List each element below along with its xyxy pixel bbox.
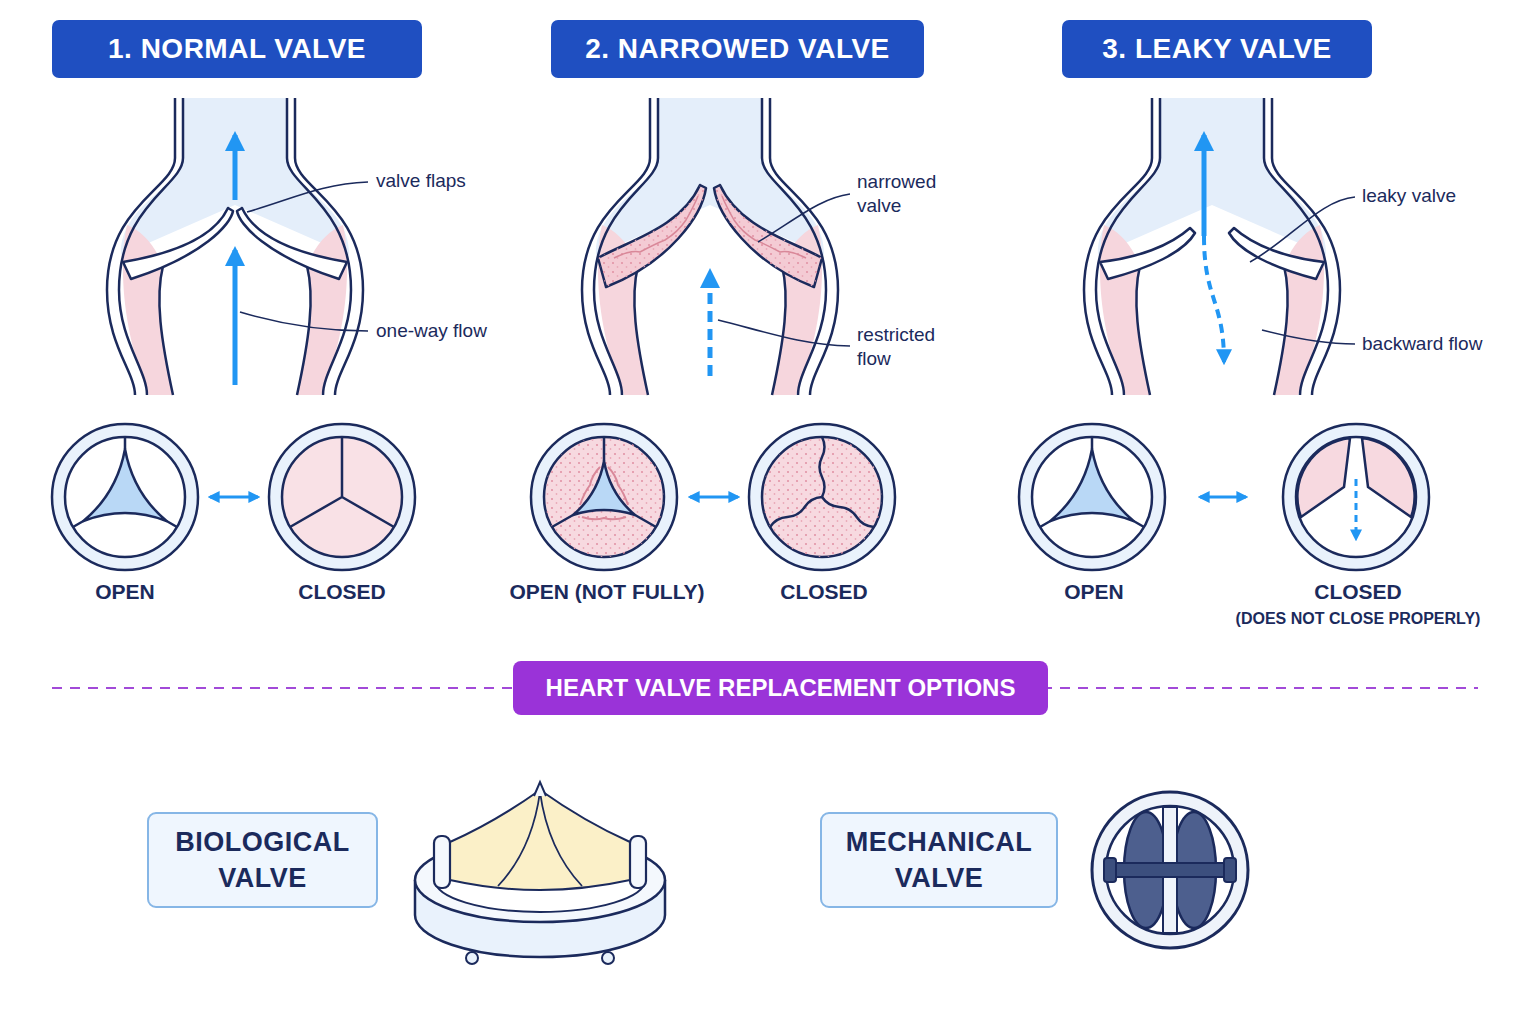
- toggle-arrow: [210, 496, 258, 499]
- callout-label: one-way flow: [376, 319, 536, 343]
- node-text: 2. NARROWED VALVE: [585, 33, 890, 65]
- biological-valve-drawing: [415, 782, 665, 964]
- closed-valve-view: [282, 437, 402, 557]
- leader-line: [718, 320, 850, 346]
- biological-valve-drawing: [498, 792, 582, 886]
- restricted-flow-arrow: [708, 272, 713, 376]
- leader-line: [1250, 197, 1355, 262]
- open-valve-view: [52, 424, 198, 570]
- narrowed-closed-view: [749, 424, 895, 570]
- panel-heading: 2. NARROWED VALVE: [551, 20, 924, 78]
- narrowed-closed-view: [769, 495, 823, 529]
- state-label: CLOSED: [242, 580, 442, 604]
- narrowed-valve-drawing: [582, 98, 838, 395]
- panel-heading: 1. NORMAL VALVE: [52, 20, 422, 78]
- section-banner: HEART VALVE REPLACEMENT OPTIONS: [513, 661, 1048, 715]
- narrowed-open-view: [580, 467, 628, 519]
- callout-label: narrowed valve: [857, 170, 961, 218]
- narrowed-closed-view: [820, 437, 825, 497]
- node-text: HEART VALVE REPLACEMENT OPTIONS: [546, 674, 1016, 702]
- narrowed-valve-drawing: [598, 185, 706, 287]
- mechanical-valve-drawing: [1092, 792, 1248, 948]
- leaky-closed-view: [1355, 479, 1358, 539]
- panel-heading: 3. LEAKY VALVE: [1062, 20, 1372, 78]
- biological-valve-drawing: [450, 790, 630, 890]
- flow-arrow: [1202, 135, 1207, 236]
- option-box: MECHANICAL VALVE: [820, 812, 1058, 908]
- mechanical-valve-drawing: [1104, 858, 1116, 882]
- leaky-valve-drawing: [1100, 228, 1195, 279]
- flow-arrow: [233, 135, 238, 200]
- biological-valve-drawing: [466, 952, 478, 964]
- normal-valve-drawing: [287, 98, 363, 395]
- leaky-closed-view: [1362, 438, 1415, 517]
- mechanical-valve-drawing: [1112, 863, 1228, 877]
- open-valve-view: [52, 424, 198, 570]
- node-text: MECHANICAL VALVE: [836, 824, 1042, 897]
- state-label: OPEN: [25, 580, 225, 604]
- closed-valve-view: [269, 424, 415, 570]
- mechanical-valve-drawing: [1224, 858, 1236, 882]
- narrowed-open-view: [552, 437, 656, 527]
- backward-flow-arrow: [1204, 236, 1224, 362]
- flow-arrow: [233, 250, 238, 385]
- narrowed-open-view: [531, 424, 677, 570]
- leader-line: [247, 182, 368, 212]
- toggle-arrow: [690, 496, 738, 499]
- leaky-closed-view: [1297, 438, 1350, 517]
- normal-valve-drawing: [107, 98, 183, 395]
- open-valve-view: [1019, 424, 1165, 570]
- leader-line: [1262, 330, 1355, 344]
- leaky-closed-view: [1283, 424, 1429, 570]
- biological-valve-drawing: [534, 782, 546, 796]
- leader-line: [240, 182, 1355, 346]
- narrowed-open-view: [531, 424, 677, 570]
- normal-valve-drawing: [121, 98, 349, 255]
- narrowed-closed-view: [762, 437, 882, 557]
- leaky-closed-view: [1283, 424, 1429, 570]
- narrowed-open-view: [573, 461, 635, 515]
- biological-valve-drawing: [434, 836, 450, 888]
- node-text: 1. NORMAL VALVE: [108, 33, 366, 65]
- closed-valve-view: [269, 424, 415, 570]
- narrowed-valve-drawing: [596, 98, 824, 255]
- toggle-arrow: [1200, 496, 1246, 499]
- state-label: OPEN: [994, 580, 1194, 604]
- narrowed-open-view: [544, 437, 664, 557]
- normal-valve-drawing: [237, 208, 347, 279]
- callout-label: leaky valve: [1362, 184, 1512, 208]
- open-valve-view: [1019, 424, 1165, 570]
- leaky-valve-drawing: [1264, 98, 1340, 395]
- biological-valve-drawing: [630, 836, 646, 888]
- narrowed-closed-view: [821, 495, 875, 529]
- open-valve-view: [1032, 437, 1152, 557]
- node-text: BIOLOGICAL VALVE: [163, 824, 362, 897]
- narrowed-open-view: [544, 437, 664, 557]
- biological-valve-drawing: [602, 952, 614, 964]
- normal-valve-drawing: [107, 98, 363, 395]
- narrowed-closed-view: [749, 424, 895, 570]
- option-box: BIOLOGICAL VALVE: [147, 812, 378, 908]
- closed-valve-view: [290, 437, 394, 527]
- leader-line: [758, 194, 850, 242]
- leaky-valve-drawing: [1084, 98, 1340, 395]
- mechanical-valve-drawing: [1092, 792, 1248, 948]
- leader-line: [240, 312, 368, 331]
- callout-label: valve flaps: [376, 169, 526, 193]
- mechanical-valve-drawing: [1106, 806, 1234, 934]
- normal-valve-drawing: [123, 208, 233, 279]
- state-label: CLOSED: [1258, 580, 1458, 604]
- open-valve-view: [65, 437, 185, 557]
- callout-label: backward flow: [1362, 332, 1522, 356]
- leaky-closed-view: [1296, 437, 1416, 557]
- state-note: (DOES NOT CLOSE PROPERLY): [1208, 607, 1508, 631]
- node-text: 3. LEAKY VALVE: [1102, 33, 1332, 65]
- leaky-valve-drawing: [1084, 98, 1160, 395]
- state-label: CLOSED: [724, 580, 924, 604]
- callout-label: restricted flow: [857, 323, 969, 371]
- narrowed-closed-view: [762, 437, 882, 557]
- leaky-valve-drawing: [1229, 228, 1324, 279]
- state-label: OPEN (NOT FULLY): [477, 580, 737, 604]
